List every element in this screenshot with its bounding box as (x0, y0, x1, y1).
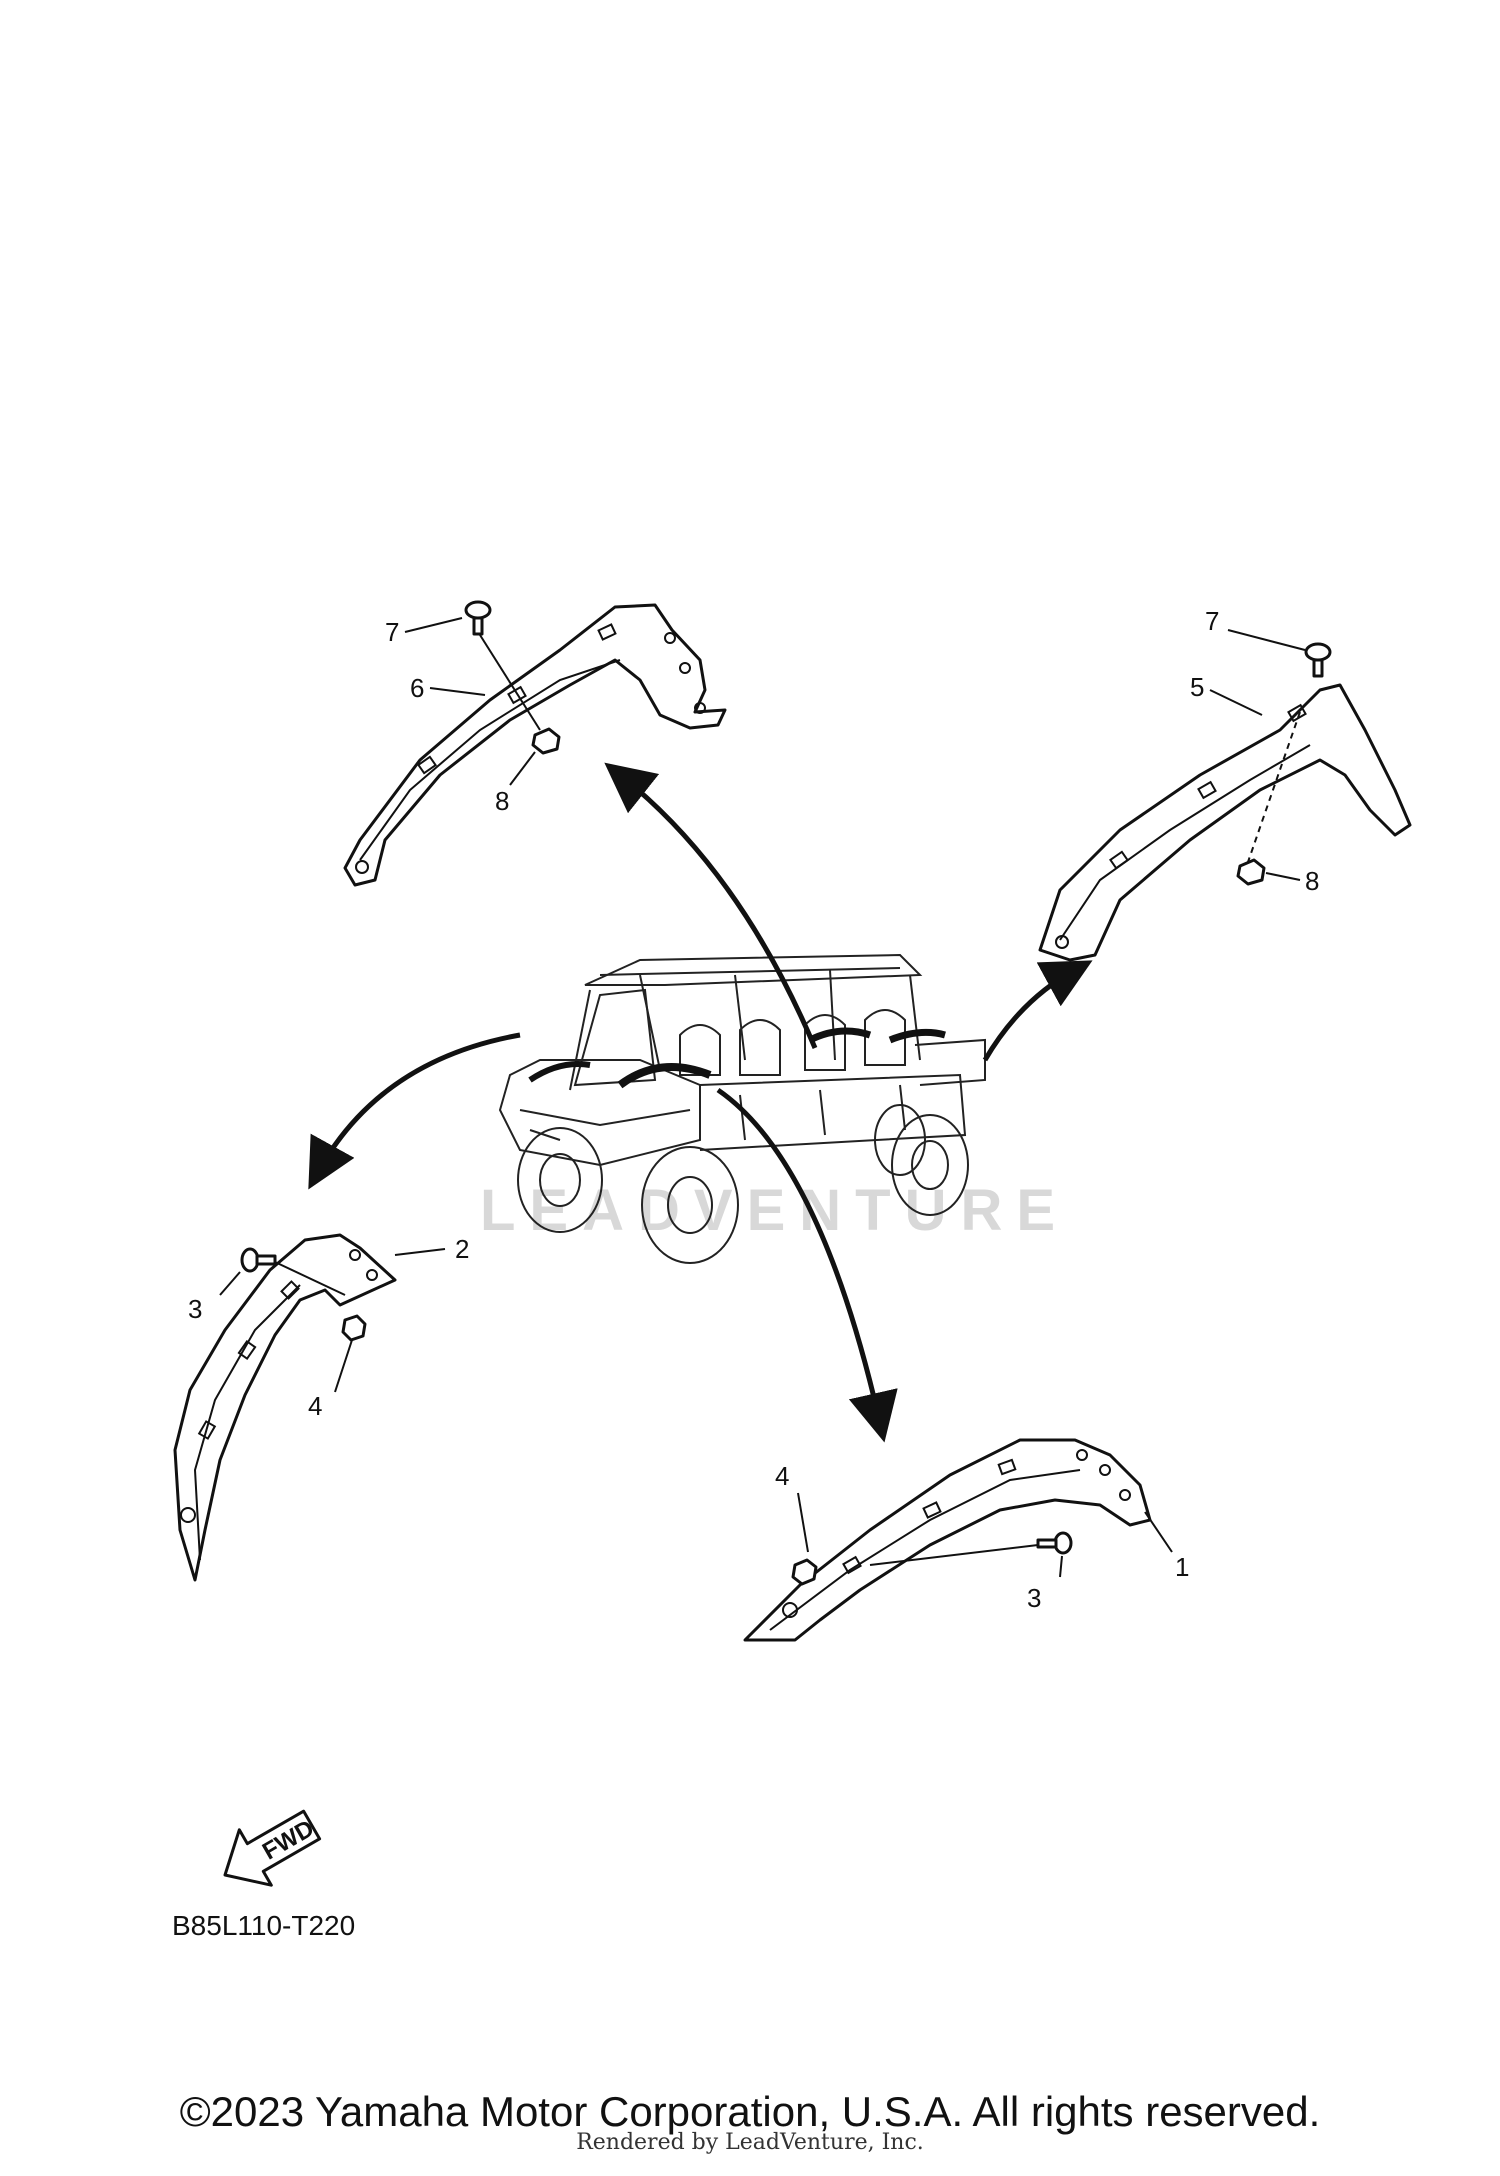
nut-8-right (1236, 858, 1266, 886)
arrow-to-rear-left-fender (604, 762, 818, 1049)
callout-7-left: 7 (385, 617, 399, 647)
callout-2: 2 (455, 1234, 469, 1264)
callout-6: 6 (410, 673, 424, 703)
bolt-7-left (464, 600, 492, 636)
fender-part-1 (743, 1438, 1152, 1642)
watermark-text: LEADVENTURE (480, 1178, 1069, 1243)
vehicle-illustration (498, 953, 986, 1264)
arrow-to-front-left-fender (308, 1032, 521, 1190)
callout-8-left: 8 (495, 786, 509, 816)
copyright-notice: ©2023 Yamaha Motor Corporation, U.S.A. A… (179, 2088, 1321, 2135)
arrow-to-rear-right-fender (982, 960, 1093, 1062)
bolt-7-right (1304, 642, 1332, 678)
bolt-3-right (1036, 1531, 1073, 1555)
fender-part-5 (1038, 683, 1412, 962)
bolt-3-left (240, 1247, 277, 1273)
nut-4-left (341, 1314, 367, 1342)
nut-8-left (531, 727, 561, 755)
diagram-code: B85L110-T220 (172, 1910, 355, 1941)
callout-5: 5 (1190, 672, 1204, 702)
arrow-to-front-right-fender (716, 1087, 898, 1443)
callout-4-left: 4 (308, 1391, 322, 1421)
nut-4-right (791, 1558, 818, 1586)
callout-8-right: 8 (1305, 866, 1319, 896)
callout-7-right: 7 (1205, 606, 1219, 636)
callout-4-right: 4 (775, 1461, 789, 1491)
fender-part-2 (173, 1233, 397, 1582)
callout-3-left: 3 (188, 1294, 202, 1324)
fwd-arrow-indicator: FWD (223, 1809, 322, 1887)
rendered-by-note: Rendered by LeadVenture, Inc. (576, 2130, 924, 2155)
callout-1: 1 (1175, 1552, 1189, 1582)
callout-3-right: 3 (1027, 1583, 1041, 1613)
